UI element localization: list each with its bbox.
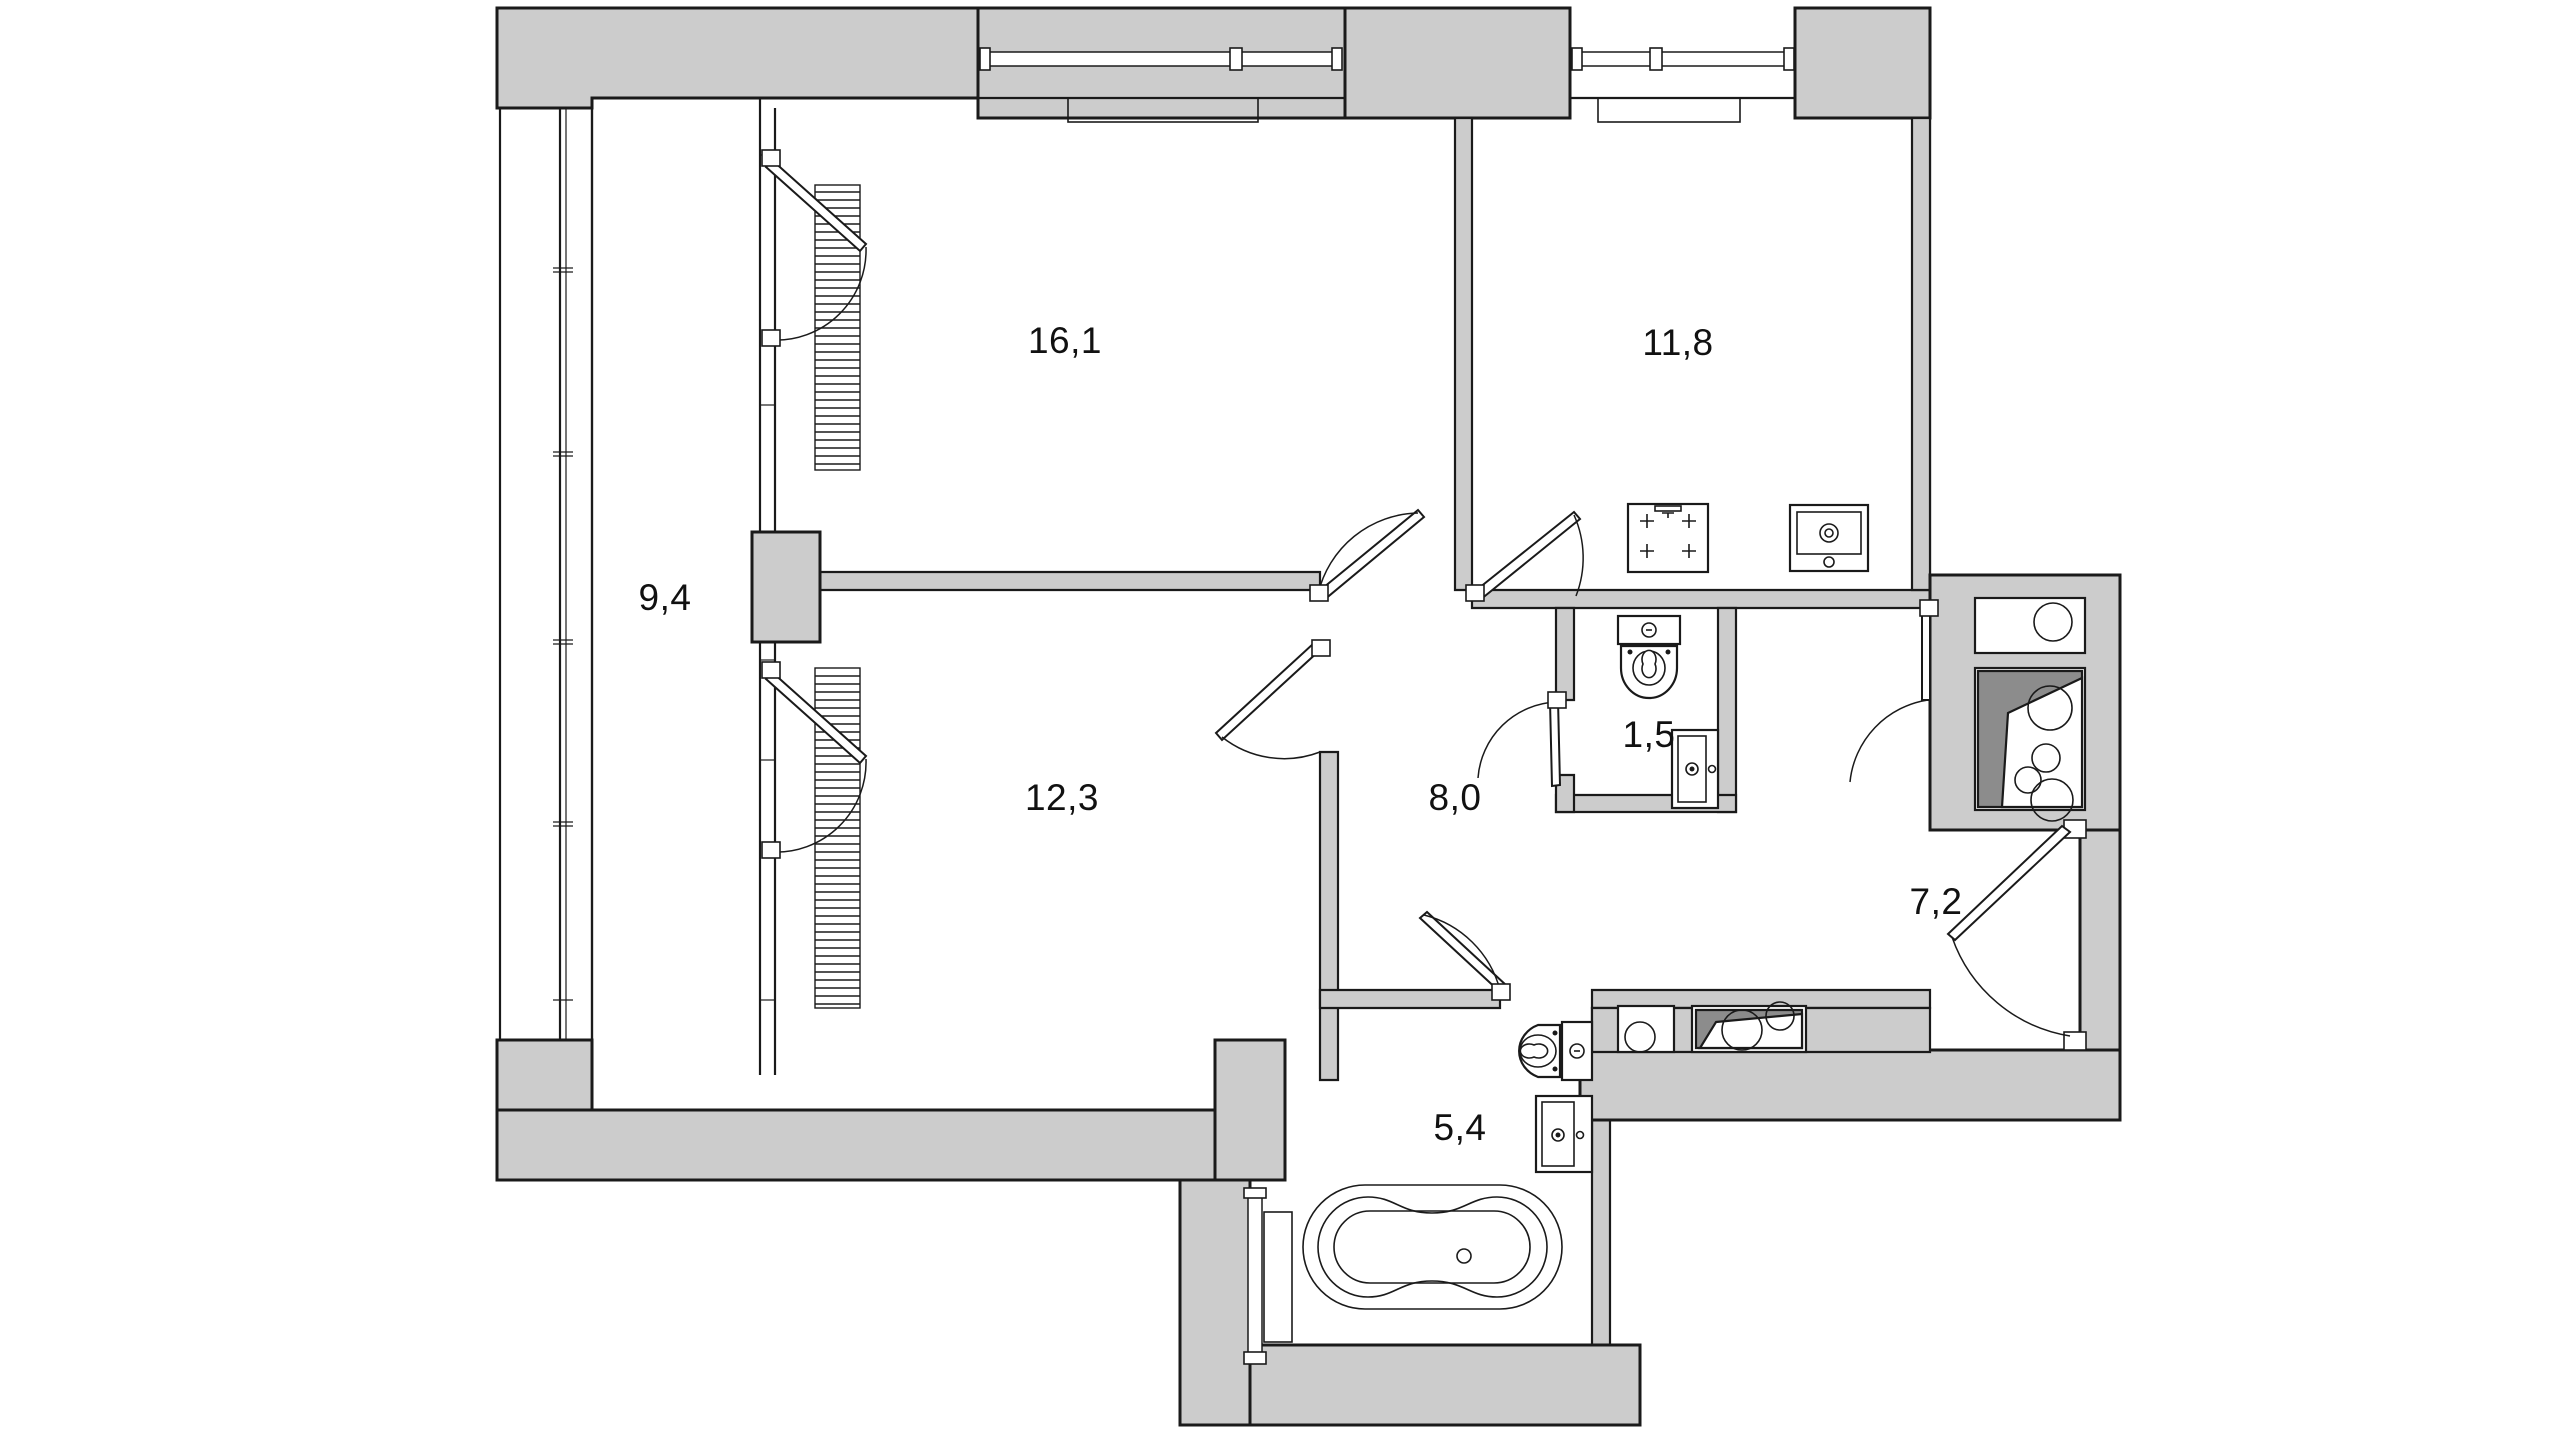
- door-hall-to-bedroom[interactable]: [1214, 639, 1331, 760]
- door-hall-to-kitchen[interactable]: [1465, 510, 1584, 602]
- room-label-bathroom: 5,4: [1434, 1107, 1487, 1148]
- door-bedroom[interactable]: [761, 661, 868, 859]
- structural-walls: [495, 6, 1932, 120]
- wc-toilet-bathroom: [1518, 1020, 1594, 1082]
- radiator-living-room: [814, 184, 861, 471]
- room-label-entry-hall: 7,2: [1910, 881, 1963, 922]
- window-living-room: [978, 47, 1345, 123]
- balcony-area: [495, 106, 594, 1112]
- room-label-kitchen: 11,8: [1642, 322, 1713, 363]
- door-living-room[interactable]: [761, 149, 868, 347]
- room-label-toilet: 1,5: [1623, 714, 1676, 755]
- washbasin-bathroom: [1534, 1094, 1594, 1174]
- room-label-hallway: 8,0: [1429, 777, 1482, 818]
- right-wing-walls: [1578, 116, 2122, 1122]
- lower-ventilation-shafts: [1590, 988, 1932, 1054]
- door-bathroom[interactable]: [1418, 910, 1511, 1001]
- window-kitchen: [1570, 47, 1795, 123]
- room-label-balcony: 9,4: [639, 577, 692, 618]
- door-hall-to-livingroom[interactable]: [1309, 508, 1426, 602]
- kitchen-sink: [1788, 503, 1870, 573]
- bathtub: [1302, 1184, 1563, 1310]
- cooktop: [1626, 502, 1710, 574]
- room-label-living-room: 16,1: [1028, 320, 1102, 361]
- radiator-bedroom: [814, 667, 861, 1009]
- window-bathroom: [1243, 1187, 1293, 1365]
- structural-column: [750, 530, 822, 644]
- room-label-bedroom: 12,3: [1025, 777, 1099, 818]
- door-entry-to-hall[interactable]: [1849, 599, 1939, 783]
- door-toilet[interactable]: [1477, 691, 1567, 788]
- door-entrance[interactable]: [1946, 824, 2072, 1037]
- washbasin-toilet-room: [1670, 728, 1720, 810]
- wc-toilet-small: [1616, 614, 1682, 700]
